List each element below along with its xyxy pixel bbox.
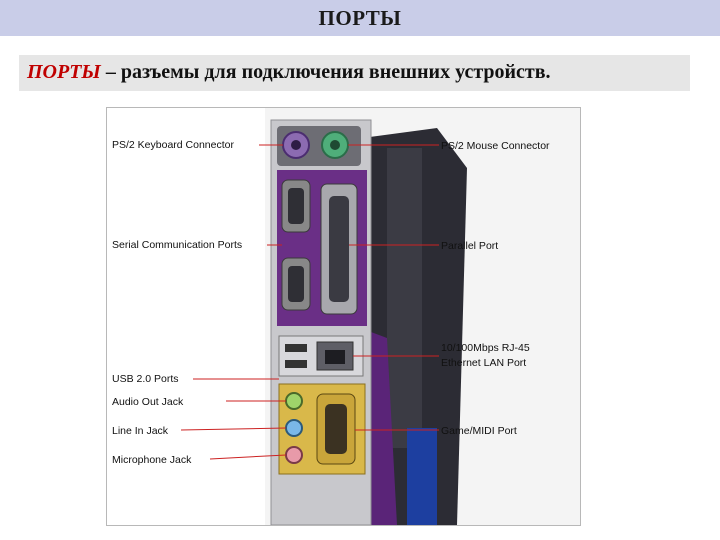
- heatsink: [387, 148, 422, 448]
- label-serial-ports: Serial Communication Ports: [112, 239, 242, 251]
- serial-port-1-pins: [288, 188, 304, 224]
- serial-port-2-pins: [288, 266, 304, 302]
- ports-illustration: PS/2 Keyboard Connector Serial Communica…: [112, 108, 580, 525]
- label-audio-out: Audio Out Jack: [112, 396, 184, 408]
- usb-port-1: [285, 344, 307, 352]
- label-microphone: Microphone Jack: [112, 454, 192, 466]
- label-ps2-keyboard: PS/2 Keyboard Connector: [112, 139, 234, 151]
- title-bar: ПОРТЫ: [0, 0, 720, 36]
- definition-box: ПОРТЫ – разъемы для подключения внешних …: [19, 55, 690, 91]
- label-parallel-port: Parallel Port: [441, 240, 498, 252]
- page-title: ПОРТЫ: [318, 6, 402, 30]
- label-ps2-mouse: PS/2 Mouse Connector: [441, 140, 550, 152]
- line-in-jack: [285, 419, 303, 437]
- label-game-midi: Game/MIDI Port: [441, 425, 517, 437]
- ps2-mouse-pins: [330, 140, 340, 150]
- audio-out-jack: [285, 392, 303, 410]
- parallel-port-pins: [329, 196, 349, 302]
- game-midi-pins: [325, 404, 347, 454]
- motherboard-ports-figure: PS/2 Keyboard Connector Serial Communica…: [106, 107, 581, 526]
- ps2-keyboard-pins: [291, 140, 301, 150]
- leader-lines-left: [180, 144, 287, 460]
- microphone-jack: [285, 446, 303, 464]
- lan-port-socket: [325, 350, 345, 364]
- usb-port-2: [285, 360, 307, 368]
- definition-text: ПОРТЫ – разъемы для подключения внешних …: [27, 61, 551, 84]
- definition-term: ПОРТЫ: [27, 61, 101, 83]
- label-lan-line1: 10/100Mbps RJ-45: [441, 342, 530, 354]
- blue-slot: [407, 428, 437, 525]
- label-lan-line2: Ethernet LAN Port: [441, 357, 526, 369]
- leader-lines-right: [348, 144, 439, 431]
- label-usb-ports: USB 2.0 Ports: [112, 373, 179, 385]
- label-line-in: Line In Jack: [112, 425, 169, 437]
- definition-body: – разъемы для подключения внешних устрой…: [100, 61, 551, 83]
